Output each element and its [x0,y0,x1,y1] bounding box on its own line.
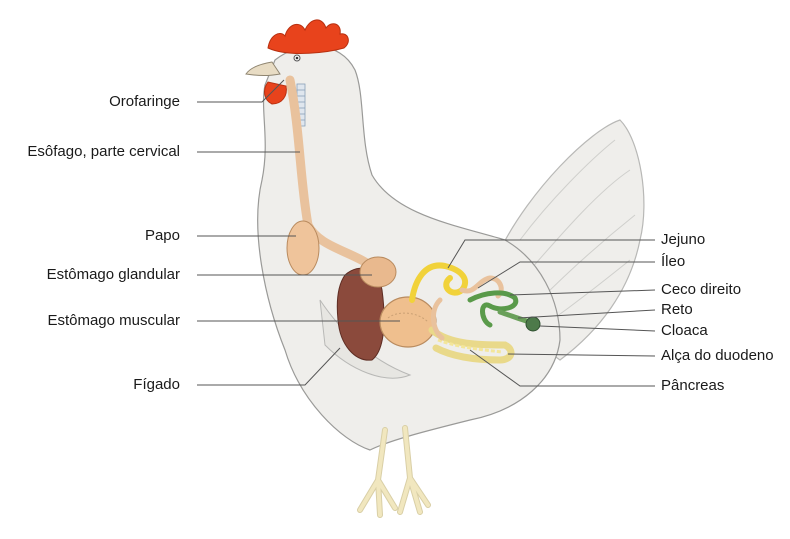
label-esofago: Esôfago, parte cervical [4,143,180,161]
label-pancreas: Pâncreas [661,377,724,395]
label-ceco-direito: Ceco direito [661,281,741,299]
label-ileo: Íleo [661,253,685,271]
label-papo: Papo [20,227,180,245]
label-figado: Fígado [20,376,180,394]
gizzard [380,297,436,347]
label-jejuno: Jejuno [661,231,705,249]
crop [287,221,319,275]
cloaca [526,317,540,331]
label-estomago-glandular: Estômago glandular [20,266,180,284]
label-orofaringe: Orofaringe [20,93,180,111]
label-reto: Reto [661,301,693,319]
comb [268,20,348,54]
proventriculus [360,257,396,287]
label-estomago-muscular: Estômago muscular [20,312,180,330]
label-cloaca: Cloaca [661,322,708,340]
label-alca-duodeno: Alça do duodeno [661,347,774,365]
